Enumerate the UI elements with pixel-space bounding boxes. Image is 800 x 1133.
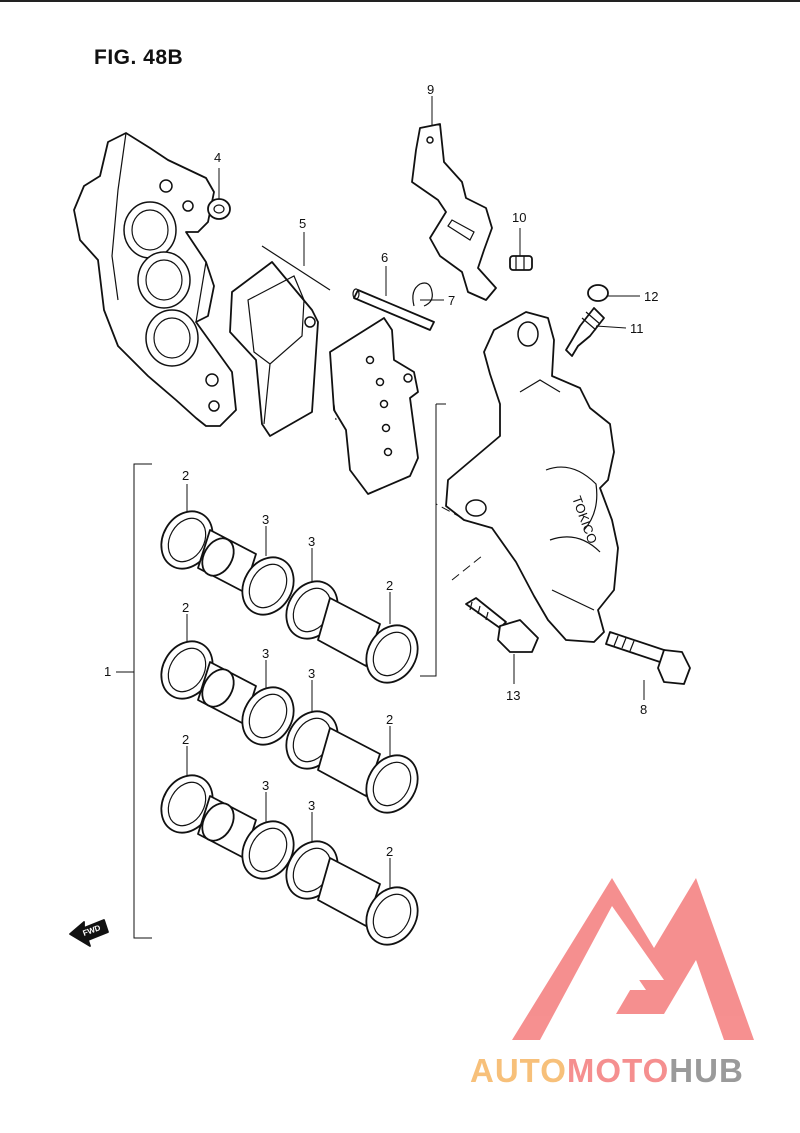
callout-2: 2 — [182, 732, 189, 747]
callout-3: 3 — [262, 778, 269, 793]
callout-6: 6 — [381, 250, 388, 265]
callout-9: 9 — [427, 82, 434, 97]
brand-part-hub: HUB — [669, 1052, 744, 1089]
callout-2: 2 — [386, 578, 393, 593]
callout-1: 1 — [104, 664, 111, 679]
fwd-arrow-icon: FWD — [69, 919, 109, 947]
callout-2: 2 — [182, 468, 189, 483]
callout-3: 3 — [308, 666, 315, 681]
bleeder-valve-part-11 — [565, 307, 605, 357]
callout-3: 3 — [262, 512, 269, 527]
bolt-part-8 — [605, 631, 691, 685]
brand-part-auto: AUTO — [470, 1052, 567, 1089]
pin-clip-part-7 — [412, 282, 433, 307]
bleeder-cap-part-12 — [587, 284, 609, 302]
seal-piston-row-1 — [160, 510, 419, 684]
callout-3: 3 — [262, 646, 269, 661]
callout-7: 7 — [448, 293, 455, 308]
pad-spring-part-9 — [411, 123, 497, 301]
brake-pad-part-5 — [229, 245, 331, 437]
callout-10: 10 — [512, 210, 526, 225]
pad-pin-part-6 — [352, 288, 435, 331]
callout-2: 2 — [182, 600, 189, 615]
bolt-part-13 — [465, 597, 539, 653]
watermark-logo-icon — [512, 878, 754, 1040]
callout-3: 3 — [308, 534, 315, 549]
callout-2: 2 — [386, 712, 393, 727]
caliper-inner-half: TOKICO — [445, 311, 619, 643]
callout-8: 8 — [640, 702, 647, 717]
callout-4: 4 — [214, 150, 221, 165]
seal-piston-row-3 — [160, 774, 419, 946]
leader-lines — [186, 96, 645, 888]
seal-piston-row-2 — [160, 640, 419, 814]
callout-11: 11 — [630, 321, 644, 336]
figure-title: FIG. 48B — [94, 46, 184, 69]
alignment-lines — [333, 403, 483, 581]
callout-13: 13 — [506, 688, 520, 703]
callout-12: 12 — [644, 289, 658, 304]
watermark-brand-text: AUTOMOTOHUB — [470, 1052, 744, 1090]
washer-part-4 — [207, 198, 231, 220]
caliper-outer-half — [73, 132, 237, 427]
callout-3: 3 — [308, 798, 315, 813]
top-border-line — [0, 0, 800, 2]
brake-pad-backing-part-5 — [329, 317, 419, 495]
callout-5: 5 — [299, 216, 306, 231]
callout-labels: 1 4 5 6 7 9 10 12 11 13 8 2 3 3 2 2 3 3 … — [104, 82, 658, 859]
assembly-bracket — [116, 403, 446, 939]
bolt-part-10 — [509, 255, 533, 271]
brand-part-moto: MOTO — [566, 1052, 670, 1089]
callout-2: 2 — [386, 844, 393, 859]
